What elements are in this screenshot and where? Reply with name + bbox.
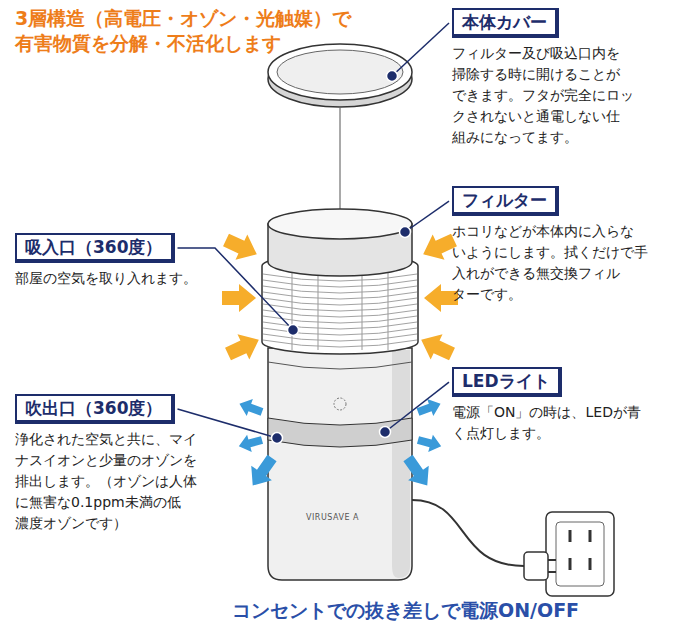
callout-description: 部屋の空気を取り入れます。 xyxy=(15,268,218,289)
intake-arrow xyxy=(222,284,256,312)
callout-box: 本体カバーフィルター及び吸込口内を 掃除する時に開けることが できます。フタが完… xyxy=(452,8,640,148)
grill-frame xyxy=(388,272,389,350)
product-logo-text: VIRUSAVE A xyxy=(306,513,359,522)
lid-inner xyxy=(277,50,403,94)
outlet-arrow xyxy=(415,395,444,420)
callout-box: LEDライト電源「ON」の時は、LEDが青 く点灯します。 xyxy=(452,367,648,444)
socket-slot xyxy=(569,530,572,542)
grill-rib xyxy=(263,298,417,305)
outlet-arrow xyxy=(242,451,282,493)
leader-line xyxy=(385,382,449,432)
grill-rib xyxy=(263,286,417,293)
grill-rib xyxy=(263,334,417,341)
callout-heading: フィルター xyxy=(452,186,559,216)
leader-dot xyxy=(400,227,411,238)
lid-top xyxy=(268,44,412,100)
leader-dot xyxy=(272,433,283,444)
power-note: コンセントでの抜き差しで電源ON/OFF xyxy=(232,598,579,624)
socket-slot xyxy=(589,558,592,570)
grill-frame xyxy=(318,272,319,350)
grill-rib xyxy=(263,292,417,299)
callout-box: フィルターホコリなどが本体内に入らな いようにします。拭くだけで手 入れができる… xyxy=(452,186,654,305)
grill-rib xyxy=(263,340,417,347)
grill-rib xyxy=(263,310,417,317)
callout-heading: LEDライト xyxy=(452,367,562,397)
outlet-ring xyxy=(268,418,412,447)
callout-description: フィルター及び吸込口内を 掃除する時に開けることが できます。フタが完全にロッ … xyxy=(452,43,640,148)
plug-prong xyxy=(548,559,556,561)
grill-rib xyxy=(263,304,417,311)
logo-mark xyxy=(334,398,346,410)
leader-line xyxy=(392,23,449,76)
callout-description: ホコリなどが本体内に入らな いようにします。拭くだけで手 入れができる無交換フィ… xyxy=(452,221,654,305)
outlet-arrow xyxy=(236,395,265,420)
grill-frame xyxy=(292,272,293,350)
socket-slot xyxy=(589,530,592,542)
main-body xyxy=(268,348,412,580)
leader-dot xyxy=(288,325,299,336)
power-plug xyxy=(524,552,548,580)
outlet-face xyxy=(556,522,604,586)
intake-arrow xyxy=(415,327,458,367)
leader-line xyxy=(178,248,294,330)
intake-arrow xyxy=(222,327,265,367)
body-band xyxy=(268,362,412,369)
outlet-arrow xyxy=(236,431,264,455)
leader-dot xyxy=(387,71,398,82)
plug-prong xyxy=(548,571,556,573)
wall-outlet xyxy=(546,512,614,596)
power-cord xyxy=(412,500,524,566)
callout-box: 吸入口（360度） 部屋の空気を取り入れます。 xyxy=(15,233,218,289)
callout-heading: 吹出口（360度） xyxy=(15,394,175,424)
callout-description: 浄化された空気と共に、マイ ナスイオンと少量のオゾンを 排出します。（オゾンは人… xyxy=(15,429,203,534)
grill-ribs xyxy=(263,272,417,350)
callout-box: 吹出口（360度） 浄化された空気と共に、マイ ナスイオンと少量のオゾンを 排出し… xyxy=(15,394,203,534)
grill-frame xyxy=(362,272,363,350)
outlet-arrow xyxy=(398,451,438,493)
callout-description: 電源「ON」の時は、LEDが青 く点灯します。 xyxy=(452,402,648,444)
filter-top xyxy=(268,209,412,239)
diagram-title: 3層構造（高電圧・オゾン・光触媒）で 有害物質を分解・不活化します xyxy=(15,6,372,55)
leader-line xyxy=(405,201,449,232)
socket-slot xyxy=(569,558,572,570)
callout-heading: 本体カバー xyxy=(452,8,559,38)
leader-dot xyxy=(380,427,391,438)
outlet-arrow xyxy=(416,431,444,455)
grill-rib xyxy=(263,328,417,335)
grill-rib xyxy=(263,280,417,287)
leader-lines xyxy=(178,23,450,443)
callout-heading: 吸入口（360度） xyxy=(15,233,175,263)
